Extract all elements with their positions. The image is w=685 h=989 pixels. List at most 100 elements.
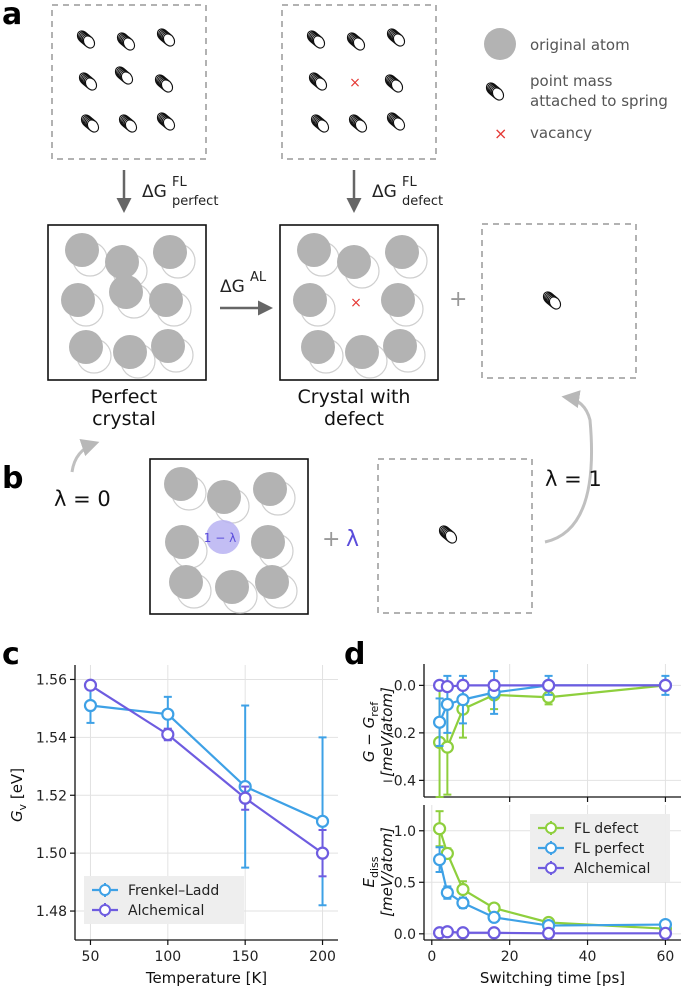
legend-label: FL defect	[574, 821, 639, 837]
data-point	[456, 693, 470, 707]
atom	[165, 525, 199, 559]
legend-marker	[545, 842, 557, 854]
spring-point-mass-icon	[156, 28, 176, 47]
y-axis-label-line2: [meV/atom]	[378, 827, 396, 917]
atom	[253, 472, 287, 506]
x-tick-label: 200	[309, 949, 336, 965]
data-point	[432, 822, 447, 836]
y-axis-label-line1: G − Gref	[360, 701, 381, 762]
label-dg-fl-perfect: ΔG FL perfect	[142, 175, 218, 209]
atom	[337, 245, 371, 279]
data-point	[161, 707, 175, 721]
legend-a: original atom point mass attached to spr…	[484, 28, 668, 143]
x-axis-label: Switching time [ps]	[480, 969, 625, 987]
vacancy-marker: ×	[350, 295, 362, 311]
x-tick-label: 100	[154, 949, 181, 965]
label-dg-al: ΔG AL	[220, 270, 267, 297]
atom	[207, 480, 241, 514]
dg-fl-defect-sup: FL	[402, 175, 417, 190]
y-tick-label: 1.0	[394, 824, 416, 840]
x-tick-label: 0	[427, 949, 436, 965]
data-point	[440, 740, 454, 754]
series-line	[90, 704, 323, 823]
data-point	[440, 697, 454, 711]
atom	[65, 233, 99, 267]
atom	[251, 525, 285, 559]
series-line	[89, 684, 324, 855]
data-point	[487, 926, 501, 940]
spring-point-mass-icon	[308, 72, 328, 91]
spring-point-mass-icon	[384, 74, 404, 93]
svg-text:ΔG: ΔG	[220, 277, 245, 297]
legend-box	[84, 876, 244, 924]
panel-letter-b: b	[2, 461, 23, 496]
atom	[113, 335, 147, 369]
y-tick-label: −0.2	[382, 726, 416, 742]
x-tick-label: 20	[501, 949, 519, 965]
legend-marker	[99, 904, 111, 916]
caption-perfect-1: Perfect	[91, 386, 158, 408]
atom	[383, 329, 417, 363]
original-atom-icon	[484, 28, 516, 60]
atom	[169, 565, 203, 599]
atom	[215, 570, 249, 604]
atom	[381, 283, 415, 317]
atom	[61, 283, 95, 317]
data-point	[456, 678, 470, 692]
box-free-particle-b	[377, 458, 533, 614]
svg-text:ΔG: ΔG	[142, 182, 167, 202]
data-point	[315, 814, 330, 828]
x-tick-label: 150	[232, 949, 259, 965]
curved-arrow-lambda0	[70, 439, 100, 473]
data-point	[83, 698, 98, 713]
y-tick-label: 1.54	[36, 730, 67, 746]
y-axis-label-line2: [meV/atom]	[378, 687, 396, 777]
panel-letter-c: c	[2, 637, 20, 672]
legend-marker	[545, 862, 557, 874]
y-tick-label: 1.56	[36, 672, 67, 688]
legend-original-atom: original atom	[530, 36, 630, 54]
atom	[69, 330, 103, 364]
y-tick-label: 0.5	[394, 875, 416, 891]
y-tick-label: 0.0	[394, 927, 416, 943]
dg-al-sup: AL	[250, 270, 267, 285]
spring-point-mass-icon	[542, 291, 562, 310]
y-tick-label: 1.52	[36, 788, 67, 804]
legend-label: Alchemical	[128, 903, 204, 919]
spring-point-mass-icon	[348, 114, 368, 133]
y-tick-label: 1.50	[36, 846, 67, 862]
y-tick-label: 0.0	[394, 678, 416, 694]
data-point	[658, 678, 673, 692]
data-point	[161, 727, 175, 742]
point-mass-icon	[485, 82, 505, 101]
spring-point-mass-icon	[80, 114, 100, 133]
chart-d-top: 0.0−0.2−0.4G − Gref[meV/atom]	[360, 664, 681, 802]
legend-point-mass-1: point mass	[530, 72, 613, 90]
legend-marker	[545, 822, 557, 834]
label-dg-fl-defect: ΔG FL defect	[372, 175, 443, 209]
panel-letter-d: d	[344, 637, 365, 672]
x-axis-label: Temperature [K]	[145, 969, 267, 987]
spring-point-mass-icon	[114, 66, 134, 85]
x-tick-label: 50	[82, 949, 100, 965]
legend-point-mass-2: attached to spring	[530, 92, 668, 110]
data-point	[658, 926, 673, 940]
atom	[149, 283, 183, 317]
atom	[105, 245, 139, 279]
one-minus-lambda-label: 1 − λ	[204, 531, 236, 545]
spring-point-mass-icon	[386, 28, 406, 47]
label-lambda1: λ = 1	[545, 467, 602, 491]
x-tick-label: 60	[657, 949, 675, 965]
dg-fl-defect-sub: defect	[402, 194, 443, 209]
data-point	[440, 679, 454, 694]
dg-fl-perfect-sub: perfect	[172, 194, 218, 209]
atom	[153, 235, 187, 269]
spring-point-mass-icon	[78, 72, 98, 91]
box-free-particle-a	[481, 223, 637, 379]
fading-atom	[206, 520, 240, 554]
y-axis-label: Gv [eV]	[8, 768, 29, 822]
box-einstein-defect	[281, 4, 437, 160]
